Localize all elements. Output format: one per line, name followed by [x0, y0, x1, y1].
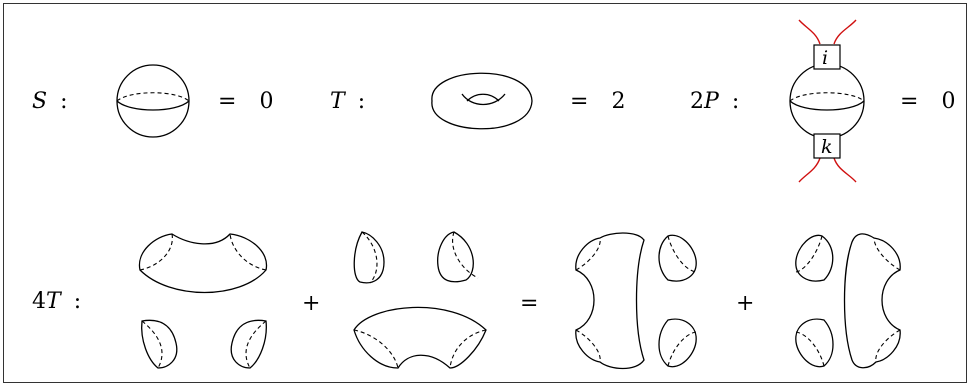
term1-figure: [138, 233, 268, 369]
svg-text:4T :: 4T :: [32, 289, 81, 314]
plus-1: +: [302, 291, 320, 316]
two-point-label-colon: :: [732, 89, 739, 114]
four-torus-label-letter: T: [46, 289, 63, 314]
sphere-figure: [116, 64, 190, 138]
two-point-equals: =: [900, 89, 918, 114]
bottom-insertion-box: [813, 133, 841, 159]
top-insertion-box: [813, 44, 841, 70]
term4-figure: [795, 233, 901, 369]
svg-text:2P :: 2P :: [690, 89, 739, 114]
svg-text:= 0: = 0: [218, 89, 273, 114]
two-point-label-prefix: 2: [690, 89, 704, 114]
two-point-label-letter: P: [703, 89, 720, 114]
two-point-value: 0: [941, 89, 955, 114]
svg-text:= 0: = 0: [900, 89, 955, 114]
sphere-equals: =: [218, 89, 236, 114]
torus-label-letter: T: [330, 89, 347, 114]
sphere-label-colon: :: [60, 89, 67, 114]
top-insertion-label: i: [822, 47, 828, 69]
four-torus-label-prefix: 4: [32, 289, 46, 314]
term3-figure: [575, 232, 697, 370]
sphere-value: 0: [259, 89, 273, 114]
two-point-figure: [789, 19, 865, 183]
term2-figure: [353, 231, 487, 369]
torus-label-colon: :: [358, 89, 365, 114]
torus-figure: [431, 72, 533, 130]
svg-text:T :: T :: [330, 89, 365, 114]
bottom-insertion-label: k: [821, 136, 833, 158]
sphere-label-letter: S: [32, 89, 47, 114]
torus-equals: =: [570, 89, 588, 114]
svg-text:S :: S :: [32, 89, 68, 114]
plus-2: +: [736, 291, 754, 316]
svg-text:= 2: = 2: [570, 89, 625, 114]
four-torus-label-colon: :: [74, 289, 81, 314]
torus-value: 2: [611, 89, 625, 114]
equals-main: =: [520, 291, 538, 316]
